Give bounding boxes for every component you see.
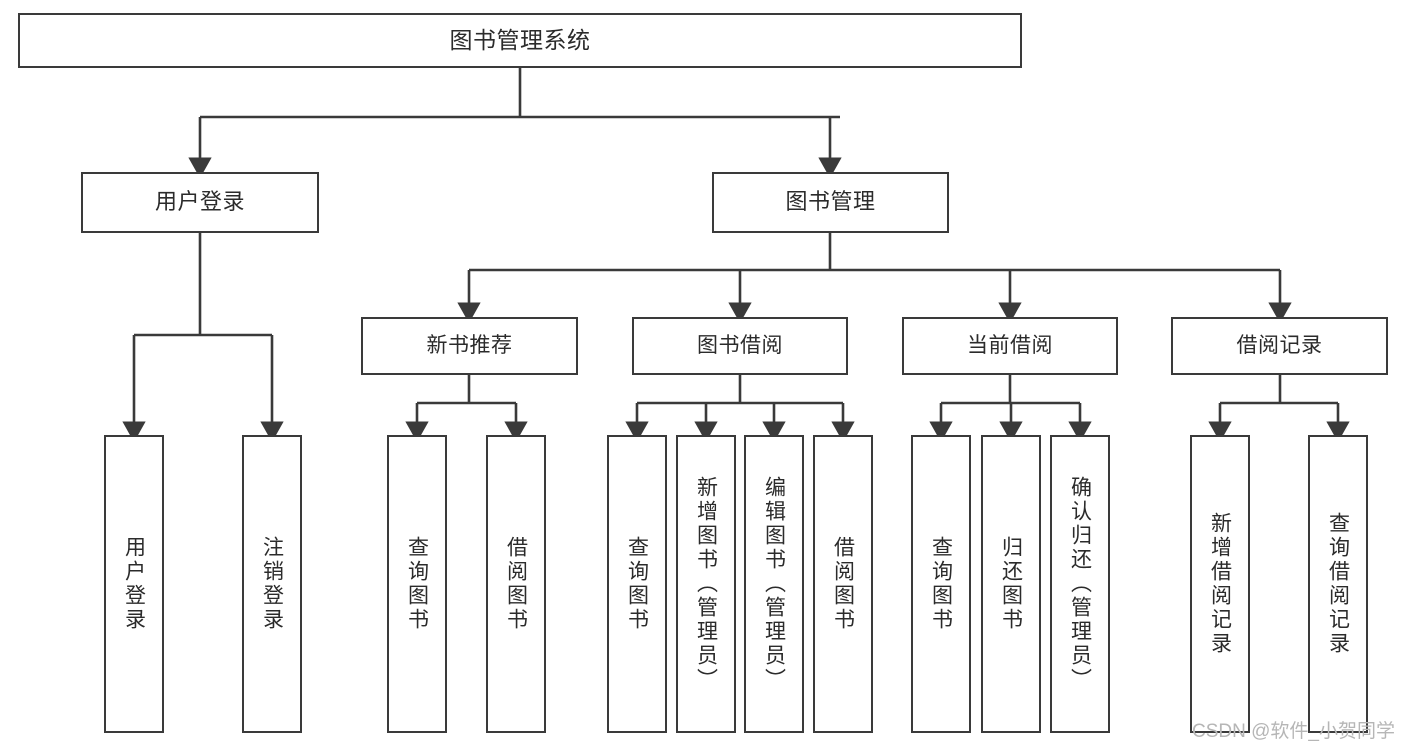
leaf-add-book-admin-label: 新增图书（管理员） [694, 476, 718, 692]
node-borrow-record[interactable]: 借阅记录 [1171, 317, 1388, 375]
leaf-query-book-recommend[interactable]: 查询图书 [387, 435, 447, 733]
edge-group-current-borrow [929, 375, 1092, 443]
leaf-query-book-recommend-label: 查询图书 [405, 536, 429, 632]
leaf-query-book-borrow-label: 查询图书 [625, 536, 649, 632]
node-current-borrow-label: 当前借阅 [967, 334, 1053, 358]
leaf-borrow-book-recommend-label: 借阅图书 [504, 536, 528, 632]
edge-group-user-login [122, 233, 284, 443]
leaf-return-book-label: 归还图书 [999, 536, 1023, 632]
leaf-logout-label: 注销登录 [260, 536, 284, 632]
leaf-confirm-return-admin[interactable]: 确认归还（管理员） [1050, 435, 1110, 733]
leaf-user-login[interactable]: 用户登录 [104, 435, 164, 733]
node-book-borrow-label: 图书借阅 [697, 334, 783, 358]
leaf-user-login-label: 用户登录 [122, 536, 146, 632]
leaf-query-book-current[interactable]: 查询图书 [911, 435, 971, 733]
leaf-borrow-book[interactable]: 借阅图书 [813, 435, 873, 733]
node-root[interactable]: 图书管理系统 [18, 13, 1022, 68]
node-borrow-record-label: 借阅记录 [1236, 334, 1323, 358]
node-book-management-label: 图书管理 [785, 189, 876, 215]
node-user-login-label: 用户登录 [154, 189, 245, 215]
edge-group-borrow-record [1208, 375, 1350, 443]
leaf-query-book-borrow[interactable]: 查询图书 [607, 435, 667, 733]
edge-group-book-mgmt [457, 233, 1292, 324]
leaf-confirm-return-admin-label: 确认归还（管理员） [1068, 476, 1092, 692]
leaf-edit-book-admin[interactable]: 编辑图书（管理员） [744, 435, 804, 733]
edge-group-root [188, 68, 842, 179]
leaf-add-borrow-record[interactable]: 新增借阅记录 [1190, 435, 1250, 733]
node-new-book-recommend-label: 新书推荐 [426, 334, 513, 358]
leaf-return-book[interactable]: 归还图书 [981, 435, 1041, 733]
node-user-login[interactable]: 用户登录 [81, 172, 319, 233]
node-book-management[interactable]: 图书管理 [712, 172, 949, 233]
leaf-query-book-current-label: 查询图书 [929, 536, 953, 632]
edge-group-new-book [405, 375, 528, 443]
leaf-edit-book-admin-label: 编辑图书（管理员） [762, 476, 786, 692]
node-book-borrow[interactable]: 图书借阅 [632, 317, 848, 375]
leaf-logout[interactable]: 注销登录 [242, 435, 302, 733]
leaf-add-book-admin[interactable]: 新增图书（管理员） [676, 435, 736, 733]
node-current-borrow[interactable]: 当前借阅 [902, 317, 1118, 375]
edge-group-borrow [625, 375, 855, 443]
leaf-query-borrow-record[interactable]: 查询借阅记录 [1308, 435, 1368, 733]
leaf-borrow-book-recommend[interactable]: 借阅图书 [486, 435, 546, 733]
leaf-add-borrow-record-label: 新增借阅记录 [1208, 512, 1232, 656]
leaf-borrow-book-label: 借阅图书 [831, 536, 855, 632]
node-new-book-recommend[interactable]: 新书推荐 [361, 317, 578, 375]
node-root-label: 图书管理系统 [449, 26, 591, 53]
leaf-query-borrow-record-label: 查询借阅记录 [1326, 512, 1350, 656]
